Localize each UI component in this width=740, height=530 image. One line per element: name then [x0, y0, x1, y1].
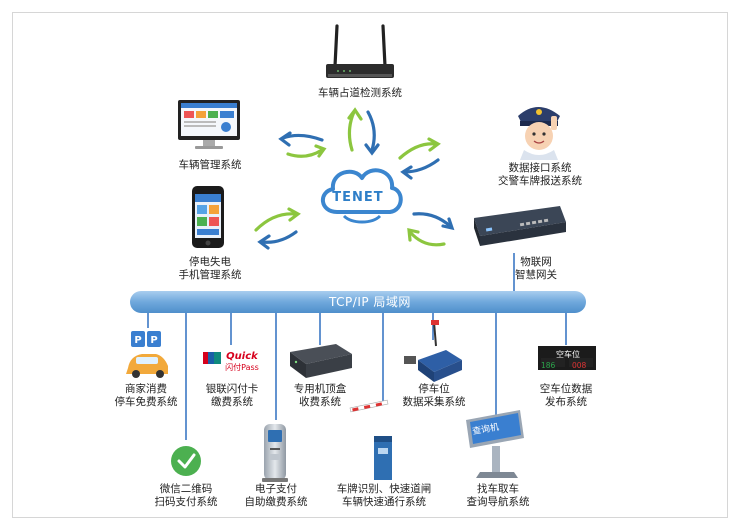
- node-label-line: 缴费系统: [211, 396, 253, 408]
- parking-sign-p2: P: [150, 335, 157, 346]
- node-label-wechat: 微信二维码 扫码支付系统: [155, 483, 218, 509]
- parking-sensor-icon: [404, 320, 462, 382]
- diagram-border: [12, 12, 728, 518]
- node-label-line: 商家消费: [125, 383, 167, 395]
- node-label-line: 停电失电: [189, 256, 231, 268]
- node-label-unionpay: 银联闪付卡 缴费系统: [206, 383, 259, 409]
- monitor-icon: [178, 100, 240, 149]
- node-label-line: 车辆占道检测系统: [318, 87, 402, 99]
- wechat-icon: [171, 446, 201, 476]
- unionpay-card-icon: [203, 352, 221, 364]
- node-label-line: 车辆快速通行系统: [342, 496, 426, 508]
- node-label-line: 自助缴费系统: [244, 496, 308, 508]
- tcpip-bus-bar: [130, 291, 586, 313]
- node-label-iot-gateway: 物联网 智慧网关: [515, 256, 557, 282]
- inquiry-kiosk-icon: [466, 410, 524, 478]
- node-label-line: 找车取车: [477, 483, 519, 495]
- node-label-find-car: 找车取车 查询导航系统: [467, 483, 530, 509]
- node-label-line: 车辆管理系统: [178, 159, 242, 171]
- node-label-line: 数据接口系统: [508, 162, 572, 174]
- node-label-line: 发布系统: [545, 396, 587, 408]
- node-label-data-interface: 数据接口系统 交警车牌报送系统: [498, 162, 582, 188]
- node-label-vacancy-publish: 空车位数据 发布系统: [540, 383, 593, 409]
- parking-sign-p1: P: [134, 335, 141, 346]
- cloud-hub-icon: [321, 168, 403, 224]
- vacancy-sign-left-count: 186: [541, 361, 556, 370]
- cloud-hub-label: TENET: [332, 190, 384, 205]
- node-label-plate-gate: 车牌识别、快速道闸 车辆快速通行系统: [337, 483, 432, 509]
- vacancy-sign-right-count: 008: [572, 361, 587, 370]
- node-label-line: 手机管理系统: [178, 269, 242, 281]
- node-label-line: 交警车牌报送系统: [498, 175, 582, 187]
- node-label-line: 扫码支付系统: [154, 496, 218, 508]
- node-label-line: 停车免费系统: [114, 396, 178, 408]
- bottom-connectors: [147, 313, 567, 440]
- node-label-line: 智慧网关: [515, 269, 557, 281]
- node-label-line: 停车位: [418, 383, 450, 395]
- node-label-merchant: 商家消费 停车免费系统: [115, 383, 178, 409]
- merchant-parking-icon: [126, 331, 168, 378]
- node-label-line: 电子支付: [255, 483, 297, 495]
- node-label-line: 车牌识别、快速道闸: [336, 483, 432, 495]
- node-label-line: 收费系统: [299, 396, 341, 408]
- vacancy-sign-title: 空车位: [556, 350, 580, 359]
- node-label-line: 数据采集系统: [402, 396, 466, 408]
- router-icon: [326, 24, 394, 78]
- sync-arrows: [254, 107, 455, 250]
- node-label-settop: 专用机顶盒 收费系统: [294, 383, 347, 409]
- node-label-line: 物联网: [520, 256, 552, 268]
- gateway-rack-icon: [474, 206, 566, 246]
- node-label-line: 空车位数据: [539, 383, 593, 395]
- barrier-gate-icon: [349, 399, 392, 480]
- node-label-epay: 电子支付 自助缴费系统: [245, 483, 308, 509]
- police-officer-icon: [518, 107, 560, 160]
- node-label-line: 微信二维码: [159, 483, 213, 495]
- vacancy-sign-icon: [538, 346, 596, 370]
- settop-box-icon: [290, 344, 352, 378]
- unionpay-pass-text: 闪付Pass: [225, 362, 259, 372]
- node-label-vehicle-mgmt: 车辆管理系统: [179, 159, 242, 172]
- payment-kiosk-icon: [262, 424, 288, 482]
- node-label-line: 银联闪付卡: [205, 383, 259, 395]
- unionpay-quick-text: Quick: [226, 351, 259, 362]
- node-label-line: 查询导航系统: [466, 496, 530, 508]
- node-label-lane-detect: 车辆占道检测系统: [318, 87, 402, 100]
- node-label-line: 专用机顶盒: [293, 383, 347, 395]
- smartphone-icon: [192, 186, 224, 248]
- bus-label: TCP/IP 局域网: [329, 295, 411, 309]
- node-label-mobile-mgmt: 停电失电 手机管理系统: [179, 256, 242, 282]
- node-label-space-collect: 停车位 数据采集系统: [403, 383, 466, 409]
